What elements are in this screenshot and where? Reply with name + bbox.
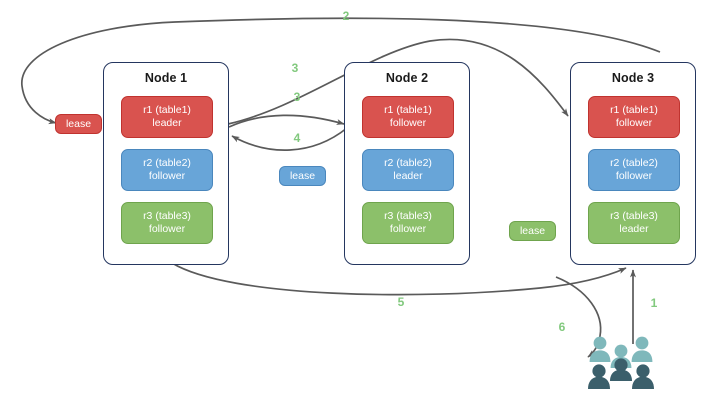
step-label-3-long: 3	[291, 61, 299, 75]
replica-name: r2 (table2)	[610, 156, 658, 169]
lease-label: lease	[289, 170, 316, 182]
step-label-1: 1	[650, 296, 658, 310]
lease-badge-blue[interactable]: lease	[279, 166, 326, 186]
replica-name: r1 (table1)	[143, 103, 191, 116]
replica-node2-r1[interactable]: r1 (table1) follower	[362, 96, 454, 138]
node-box-1: Node 1 r1 (table1) leader r2 (table2) fo…	[103, 62, 229, 265]
arrow-step-5	[171, 262, 627, 296]
replica-name: r2 (table2)	[384, 156, 432, 169]
step-label-5: 5	[397, 295, 405, 309]
replica-role: follower	[148, 170, 186, 182]
lease-label: lease	[65, 118, 92, 130]
lease-badge-green[interactable]: lease	[509, 221, 556, 241]
step-label-2: 2	[342, 9, 350, 23]
node-title-1: Node 1	[144, 71, 188, 85]
replica-node3-r2[interactable]: r2 (table2) follower	[588, 149, 680, 191]
node-title-3: Node 3	[611, 71, 655, 85]
replica-role: follower	[615, 170, 653, 182]
replica-name: r3 (table3)	[143, 209, 191, 222]
step-label-3-short: 3	[293, 90, 301, 104]
replica-node1-r3[interactable]: r3 (table3) follower	[121, 202, 213, 244]
replica-node3-r3[interactable]: r3 (table3) leader	[588, 202, 680, 244]
replica-role: leader	[152, 117, 182, 129]
lease-label: lease	[519, 225, 546, 237]
replica-node2-r3[interactable]: r3 (table3) follower	[362, 202, 454, 244]
node-title-2: Node 2	[385, 71, 429, 85]
replica-node1-r1[interactable]: r1 (table1) leader	[121, 96, 213, 138]
replica-name: r3 (table3)	[610, 209, 658, 222]
node-box-3: Node 3 r1 (table1) follower r2 (table2) …	[570, 62, 696, 265]
replica-name: r1 (table1)	[610, 103, 658, 116]
people-group-icon	[588, 336, 654, 389]
replica-role: follower	[148, 223, 186, 235]
replica-role: follower	[389, 223, 427, 235]
replica-role: leader	[393, 170, 423, 182]
node-box-2: Node 2 r1 (table1) follower r2 (table2) …	[344, 62, 470, 265]
step-label-4: 4	[293, 131, 301, 145]
replica-node2-r2[interactable]: r2 (table2) leader	[362, 149, 454, 191]
replica-node3-r1[interactable]: r1 (table1) follower	[588, 96, 680, 138]
lease-badge-red[interactable]: lease	[55, 114, 102, 134]
replica-role: follower	[615, 117, 653, 129]
replica-role: follower	[389, 117, 427, 129]
replica-name: r2 (table2)	[143, 156, 191, 169]
replica-name: r1 (table1)	[384, 103, 432, 116]
replica-role: leader	[619, 223, 649, 235]
replica-node1-r2[interactable]: r2 (table2) follower	[121, 149, 213, 191]
replica-name: r3 (table3)	[384, 209, 432, 222]
step-label-6: 6	[558, 320, 566, 334]
arrow-step-3-short	[228, 114, 345, 128]
